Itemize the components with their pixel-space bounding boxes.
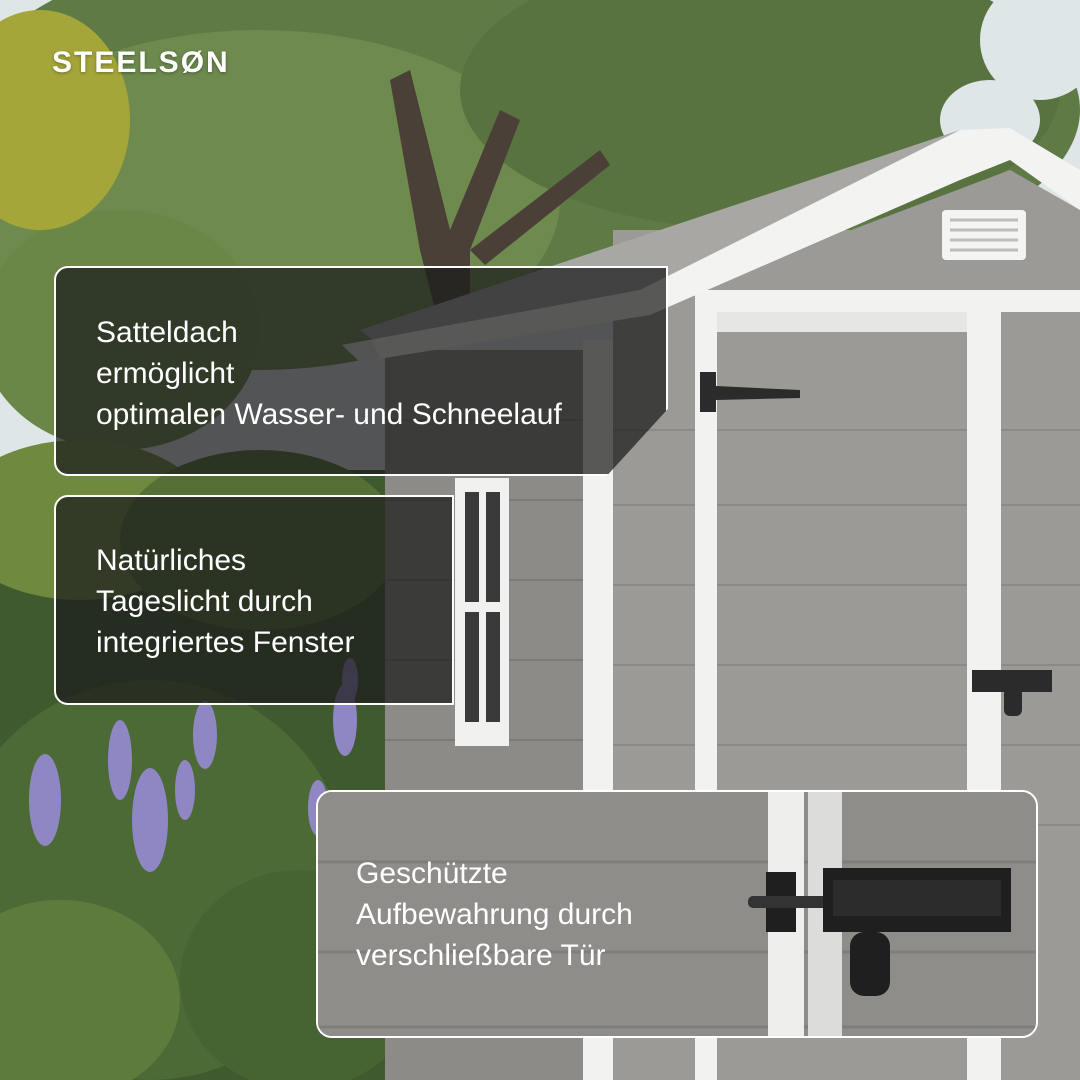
callout-door-line-1: Geschützte xyxy=(356,857,508,890)
callout-window-line-2: Tageslicht durch xyxy=(96,585,313,618)
callout-door-line-3: verschließbare Tür xyxy=(356,939,606,972)
callout-door-panel xyxy=(316,790,1038,1038)
callout-door-text: Geschützte Aufbewahrung durch verschließ… xyxy=(356,853,736,976)
callout-window-text: Natürliches Tageslicht durch integrierte… xyxy=(96,540,436,663)
callout-roof-panel xyxy=(54,266,668,476)
callout-roof-line-3: optimalen Wasser- und Schneelauf xyxy=(96,398,562,431)
callout-window-panel xyxy=(54,495,454,705)
callout-door-line-2: Aufbewahrung durch xyxy=(356,898,633,931)
brand-logo: STEELSØN xyxy=(52,46,230,79)
callout-roof-text: Satteldach ermöglicht optimalen Wasser- … xyxy=(96,312,656,435)
callout-roof-line-2: ermöglicht xyxy=(96,357,235,390)
callout-window-line-1: Natürliches xyxy=(96,544,247,577)
door-latch-closeup xyxy=(318,792,1036,1036)
callout-window-line-3: integriertes Fenster xyxy=(96,626,355,659)
callout-roof-line-1: Satteldach xyxy=(96,316,238,349)
